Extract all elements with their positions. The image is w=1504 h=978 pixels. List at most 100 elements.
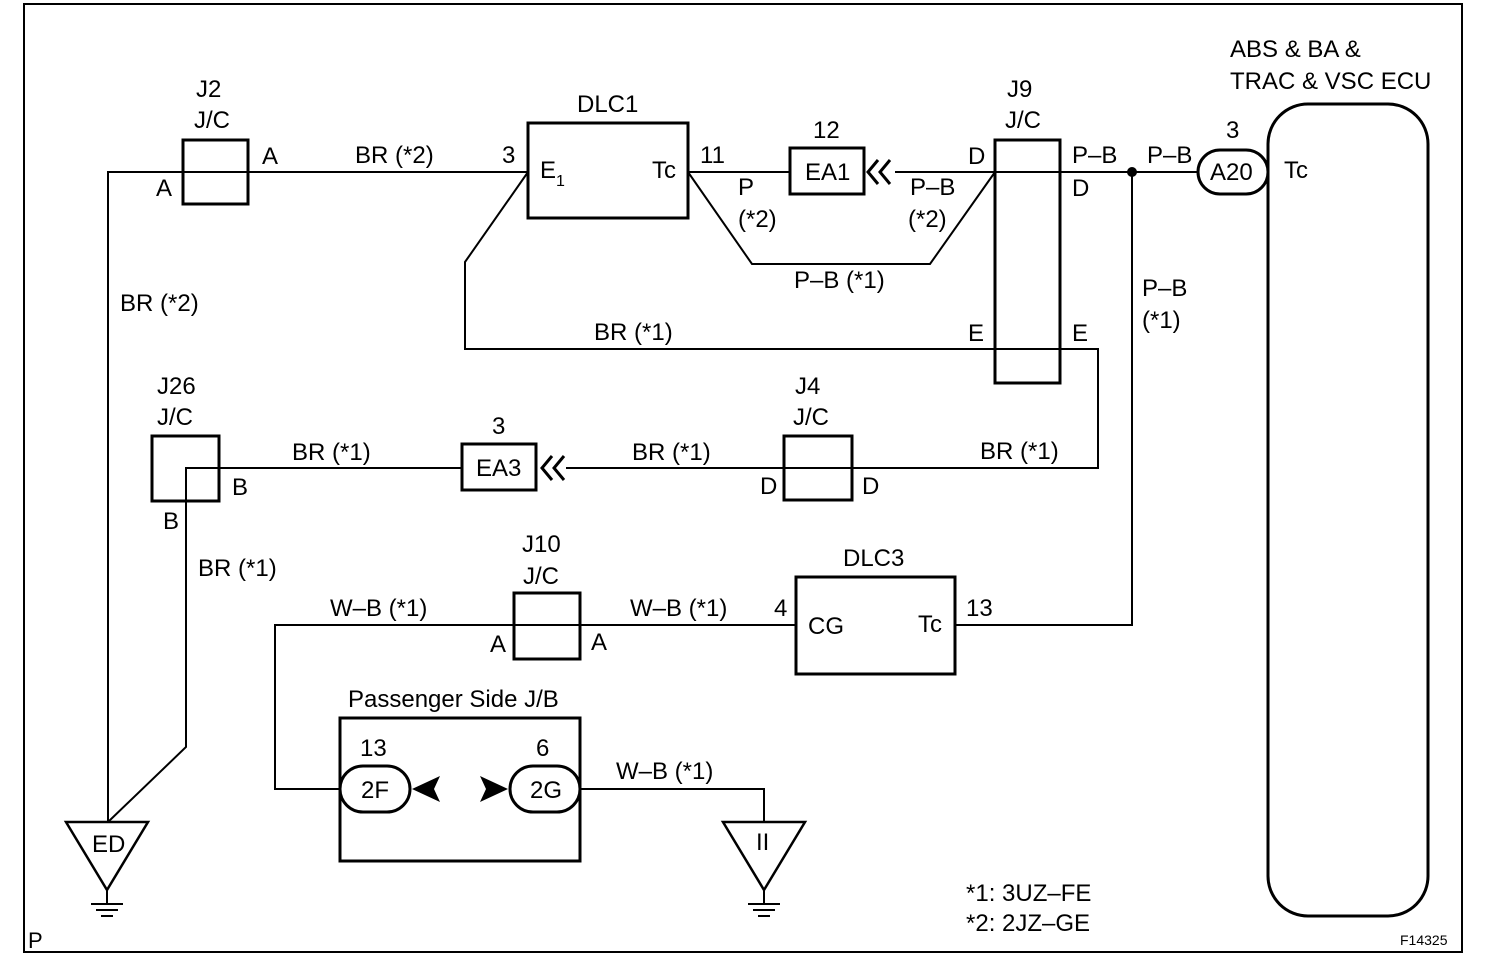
ground-ed-triangle (63, 820, 151, 893)
wire-br2-left (107, 171, 183, 822)
wire-label-br2-top: BR (*2) (355, 142, 434, 169)
wire-label-star1-vert: (*1) (1142, 307, 1181, 334)
wire-label-pb-right: P–B (910, 174, 955, 201)
ground-ed-icon (91, 890, 123, 917)
wire-label-wb1-dlc3: W–B (*1) (630, 595, 727, 622)
wire-label-br1-down: BR (*1) (198, 555, 277, 582)
j9-name: J9 (1007, 76, 1032, 103)
j2-pin-right: A (262, 143, 278, 170)
dlc1-box (526, 121, 690, 220)
wire-label-br1-j26: BR (*1) (292, 439, 371, 466)
j9-box (993, 138, 1062, 385)
ground-ii-label: II (756, 829, 769, 856)
wire-label-pb-j9: P–B (1072, 142, 1117, 169)
j9-e-right: E (1072, 320, 1088, 347)
wire-br1-right (852, 348, 1099, 469)
wire-label-wb1-left: W–B (*1) (330, 595, 427, 622)
jb-right-arrow-icon (480, 776, 508, 802)
ea3-box (460, 442, 538, 492)
dlc3-pin-cg: CG (808, 613, 844, 640)
corner-label-right: F14325 (1400, 932, 1448, 948)
ea3-chevron-icon-2 (552, 455, 566, 481)
dlc1-num-left: 3 (502, 142, 515, 169)
legend-note2: *2: 2JZ–GE (966, 910, 1090, 937)
dlc3-num-left: 4 (774, 595, 787, 622)
j4-pin-left: D (760, 473, 777, 500)
ground-ii-icon (748, 890, 780, 917)
wire-label-p: P (738, 174, 754, 201)
dlc3-num-right: 13 (966, 595, 993, 622)
dlc3-pin-tc: Tc (918, 611, 942, 638)
ecu-title-line2: TRAC & VSC ECU (1230, 68, 1431, 95)
ecu-terminal-tc: Tc (1284, 157, 1308, 184)
wire-wb1-ground (580, 788, 765, 822)
j2-pin-left: A (156, 175, 172, 202)
dlc3-box (794, 575, 957, 676)
corner-label-left: P (28, 928, 43, 953)
ea1-chevron-icon (866, 159, 880, 185)
a20-name: A20 (1210, 159, 1253, 186)
wire-label-br1-right: BR (*1) (980, 438, 1059, 465)
jb-2f-connector (338, 764, 412, 814)
jb-2f-name: 2F (361, 777, 389, 804)
wire-label-star2-pb: (*2) (908, 206, 947, 233)
diagram-frame (23, 3, 1463, 953)
dlc3-name: DLC3 (843, 545, 904, 572)
wire-br1-mid (464, 171, 995, 350)
wire-label-star2-p: (*2) (738, 206, 777, 233)
jb-left-arrow-icon (412, 776, 440, 802)
j10-name: J10 (522, 531, 561, 558)
j26-pin-bottom: B (163, 508, 179, 535)
dlc1-name: DLC1 (577, 91, 638, 118)
j9-type: J/C (1005, 107, 1041, 134)
jb-2g-connector (508, 764, 582, 814)
j26-name: J26 (157, 373, 196, 400)
dlc1-num-right: 11 (700, 142, 725, 169)
junction-dot (1127, 167, 1137, 177)
jb-2g-name: 2G (530, 777, 562, 804)
ea1-box (788, 146, 866, 196)
j26-pass-line (185, 467, 219, 501)
ea3-num: 3 (492, 413, 505, 440)
ea1-chevron-icon-2 (878, 159, 892, 185)
wire-label-br1-j4: BR (*1) (632, 439, 711, 466)
ecu-box (1266, 102, 1430, 918)
legend-note1: *1: 3UZ–FE (966, 880, 1091, 907)
ea1-name: EA1 (805, 159, 850, 186)
wire-pb1-vert (955, 172, 1133, 626)
jb-2f-num: 13 (360, 735, 387, 762)
jb-2g-num: 6 (536, 735, 549, 762)
j2-name: J2 (196, 76, 221, 103)
wire-wb1-left (274, 624, 514, 790)
dlc1-pin-tc: Tc (652, 157, 676, 184)
j4-pin-right: D (862, 473, 879, 500)
ground-ed-label: ED (92, 831, 125, 858)
j9-e-left: E (968, 320, 984, 347)
ecu-title-line1: ABS & BA & (1230, 36, 1361, 63)
j4-type: J/C (793, 404, 829, 431)
ea3-chevron-icon (540, 455, 554, 481)
j10-type: J/C (523, 563, 559, 590)
j4-name: J4 (795, 373, 820, 400)
wire-label-pb-vert: P–B (1142, 275, 1187, 302)
a20-num: 3 (1226, 117, 1239, 144)
dlc1-pin-e1: E1 (540, 157, 565, 190)
wire-label-wb1-ground: W–B (*1) (616, 758, 713, 785)
ea1-num: 12 (813, 117, 840, 144)
j26-type: J/C (157, 404, 193, 431)
wire-label-br2-left: BR (*2) (120, 290, 199, 317)
wire-label-br1-mid: BR (*1) (594, 319, 673, 346)
wire-label-pb1-mid: P–B (*1) (794, 267, 885, 294)
jb-name: Passenger Side J/B (348, 686, 559, 713)
j2-type: J/C (194, 107, 230, 134)
ea3-name: EA3 (476, 455, 521, 482)
wire-label-pb-ecu: P–B (1147, 142, 1192, 169)
ground-ii-triangle (720, 820, 808, 893)
j9-d-right: D (1072, 175, 1089, 202)
j10-pin-right: A (591, 629, 607, 656)
j10-pin-left: A (490, 631, 506, 658)
wire-pb1-mid (687, 171, 996, 265)
j26-pin-right: B (232, 474, 248, 501)
j9-d-left: D (968, 143, 985, 170)
